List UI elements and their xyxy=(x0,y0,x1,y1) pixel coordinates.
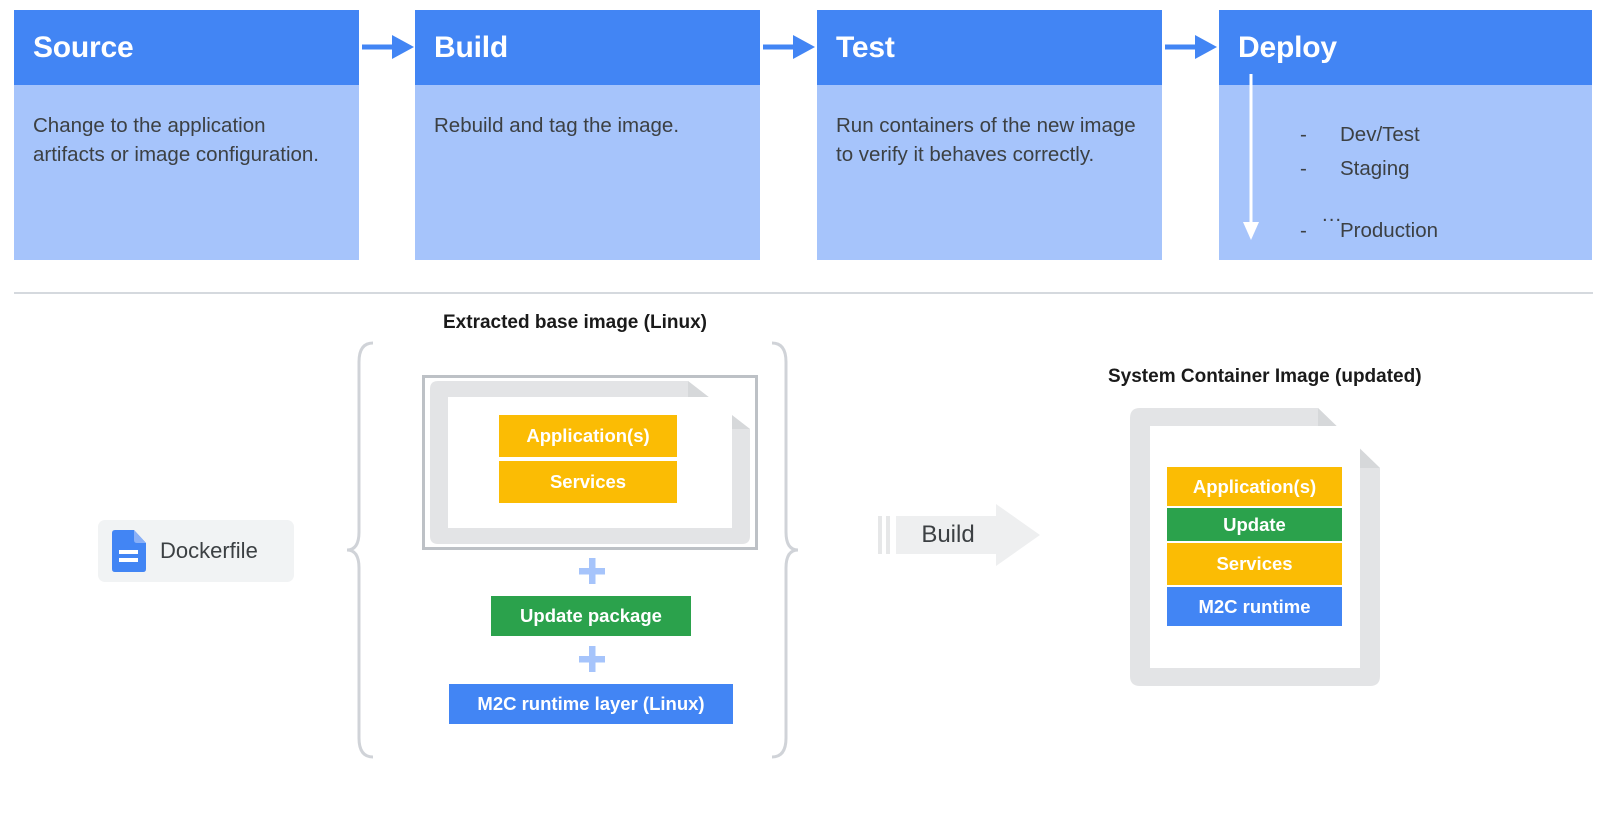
list-item: - Staging xyxy=(1300,157,1570,193)
list-item: - Dev/Test xyxy=(1300,123,1570,159)
layer-label: M2C runtime xyxy=(1198,595,1311,617)
stage-description-test: Run containers of the new image to verif… xyxy=(836,114,1136,167)
pipeline-stage-source[interactable]: Source Change to the application artifac… xyxy=(14,10,359,260)
layer-bar-update-package: Update package xyxy=(491,596,691,636)
list-item: - Production xyxy=(1300,219,1570,255)
stage-description-source: Change to the application artifacts or i… xyxy=(33,114,319,167)
plus-icon xyxy=(579,558,605,584)
stage-title-deploy: Deploy xyxy=(1238,30,1337,64)
list-bullet: - xyxy=(1300,157,1307,180)
arrow-down-icon xyxy=(1243,74,1259,240)
output-image-caption: System Container Image (updated) xyxy=(1108,366,1422,387)
base-image-caption: Extracted base image (Linux) xyxy=(443,312,707,333)
layer-bar-application: Application(s) xyxy=(499,415,677,457)
layer-bar-m2c-runtime-layer: M2C runtime layer (Linux) xyxy=(449,684,733,724)
document-icon xyxy=(112,530,146,572)
stage-title-source: Source xyxy=(33,30,134,64)
arrow-right-icon xyxy=(362,35,414,59)
layer-bar-services: Services xyxy=(499,461,677,503)
stage-header-source: Source xyxy=(14,10,359,85)
stage-body-deploy: - Dev/Test - Staging ... - Production xyxy=(1219,85,1592,260)
deploy-env-production: Production xyxy=(1340,219,1439,242)
pipeline-row: Source Change to the application artifac… xyxy=(0,0,1606,262)
plus-icon xyxy=(579,646,605,672)
deploy-env-dev-test: Dev/Test xyxy=(1340,123,1420,146)
stage-header-build: Build xyxy=(415,10,760,85)
stage-title-build: Build xyxy=(434,30,508,64)
list-bullet: - xyxy=(1300,123,1307,146)
layer-label: Services xyxy=(549,471,627,492)
stage-header-deploy: Deploy xyxy=(1219,10,1592,85)
curly-brace-icon xyxy=(771,341,799,759)
arrow-right-icon xyxy=(763,35,815,59)
build-diagram: Extracted base image (Linux) System Cont… xyxy=(0,300,1606,822)
deploy-environment-list: - Dev/Test - Staging ... - Production xyxy=(1238,111,1570,255)
pipeline-stage-test[interactable]: Test Run containers of the new image to … xyxy=(817,10,1162,260)
pipeline-stage-deploy[interactable]: Deploy - Dev/Test - Staging ... - Produc… xyxy=(1219,10,1592,260)
deploy-env-ellipsis: ... xyxy=(1322,202,1343,226)
layer-label: M2C runtime layer (Linux) xyxy=(477,693,705,714)
layer-label: Services xyxy=(1216,553,1293,574)
arrow-right-icon xyxy=(878,504,1040,566)
layer-label: Update package xyxy=(520,605,662,626)
list-bullet: - xyxy=(1300,219,1307,242)
curly-brace-icon xyxy=(346,341,374,759)
stage-body-build: Rebuild and tag the image. xyxy=(415,85,760,260)
output-layer-bar-update: Update xyxy=(1167,508,1342,541)
arrow-right-icon xyxy=(1165,35,1217,59)
stage-body-test: Run containers of the new image to verif… xyxy=(817,85,1162,260)
output-layer-bar-application: Application(s) xyxy=(1167,467,1342,506)
stage-body-source: Change to the application artifacts or i… xyxy=(14,85,359,260)
stage-description-build: Rebuild and tag the image. xyxy=(434,114,680,137)
output-layer-bar-m2c-runtime: M2C runtime xyxy=(1167,587,1342,626)
output-layer-bar-services: Services xyxy=(1167,543,1342,585)
section-divider xyxy=(14,292,1593,294)
layer-label: Application(s) xyxy=(1192,475,1317,497)
stage-title-test: Test xyxy=(836,30,895,64)
dockerfile-label: Dockerfile xyxy=(160,538,258,563)
stage-header-test: Test xyxy=(817,10,1162,85)
layer-label: Application(s) xyxy=(526,425,650,446)
layer-label: Update xyxy=(1223,513,1286,535)
base-image-outline xyxy=(422,375,758,550)
dockerfile-chip[interactable]: Dockerfile xyxy=(98,520,294,582)
pipeline-stage-build[interactable]: Build Rebuild and tag the image. xyxy=(415,10,760,260)
deploy-env-staging: Staging xyxy=(1340,157,1410,180)
